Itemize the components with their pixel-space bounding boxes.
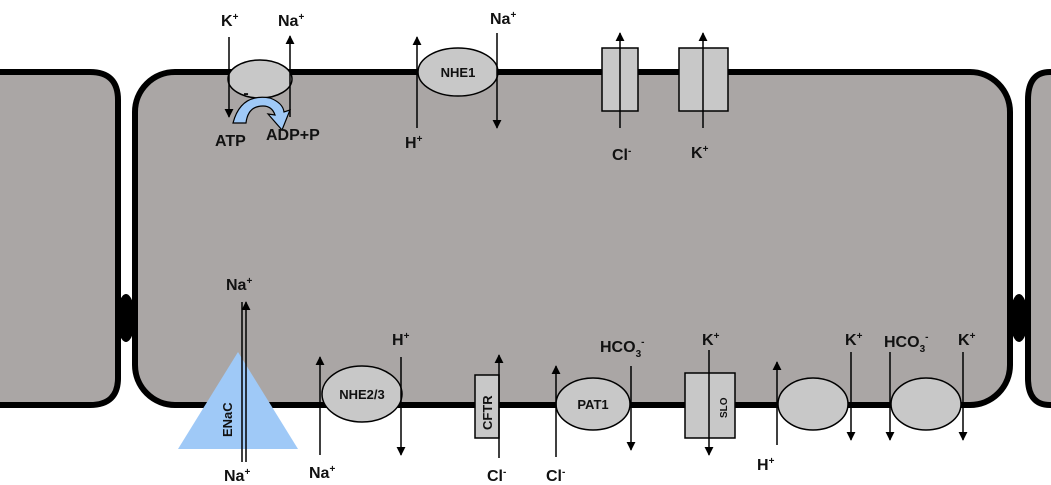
nhe23-body [321,365,403,423]
pat1-cl-label: Cl- [546,467,565,485]
pat1-label: PAT1 [577,397,608,412]
nhe23-na-label: Na+ [309,464,335,482]
nhe23-label: NHE2/3 [339,387,385,402]
cftr-channel: CFTR Cl- [474,354,506,485]
nhe1-label: NHE1 [441,65,476,80]
atp-label: ATP [215,133,246,150]
atpase-k-label: K+ [221,12,239,30]
atp-conversion-arrow [232,96,292,132]
atpase-sign: - [243,85,248,102]
slo-k-label: K+ [702,331,720,349]
adp-label: ADP+P [266,127,320,144]
slo-body [684,372,736,439]
enac-triangle [178,352,298,449]
nhe1-h-label: H+ [405,134,423,152]
nhe1-exchanger: NHE1 Na+ H+ [405,10,516,152]
oval-b-body [890,377,962,431]
cftr-cl-label: Cl- [487,467,506,485]
h-k-exchanger: K+ H+ [757,331,863,474]
oval-b-hco3-label: HCO3- [884,332,928,355]
oval-a-body [777,377,849,431]
atpase-body [227,59,293,99]
oval-a-h-label: H+ [757,456,775,474]
na-k-atpase: - K+ Na+ ATP ADP+P [215,12,320,150]
k-channel: K+ [678,32,729,162]
cftr-label: CFTR [480,395,495,430]
nhe1-body [417,47,499,97]
enac-channel: ENaC Na+ Na+ [178,276,298,485]
nhe23-h-label: H+ [392,331,410,349]
oval-a-k-label: K+ [845,331,863,349]
pat1-exchanger: PAT1 Cl- HCO3- [546,337,644,485]
enac-label: ENaC [220,402,235,437]
enac-na-bottom-label: Na+ [224,467,250,485]
left-neighbor-cell [0,69,121,408]
nhe1-na-label: Na+ [490,10,516,28]
right-neighbor-cell [1025,69,1051,408]
nhe23-exchanger: NHE2/3 H+ Na+ [309,331,410,482]
enac-na-top-label: Na+ [226,276,252,294]
atpase-na-label: Na+ [278,12,304,30]
pat1-hco3-label: HCO3- [600,337,644,360]
oval-b-k-label: K+ [958,331,976,349]
k-channel-label: K+ [691,144,709,162]
right-tight-junction [1010,294,1028,342]
main-cell [132,69,1013,408]
left-tight-junction [117,294,135,342]
slo-label: SLO [719,397,730,418]
cl-channel: Cl- [601,32,639,164]
cl-channel-label: Cl- [612,146,631,164]
hco3-k-exchanger: HCO3- K+ [884,331,976,441]
slo-channel: SLO K+ [684,331,736,456]
